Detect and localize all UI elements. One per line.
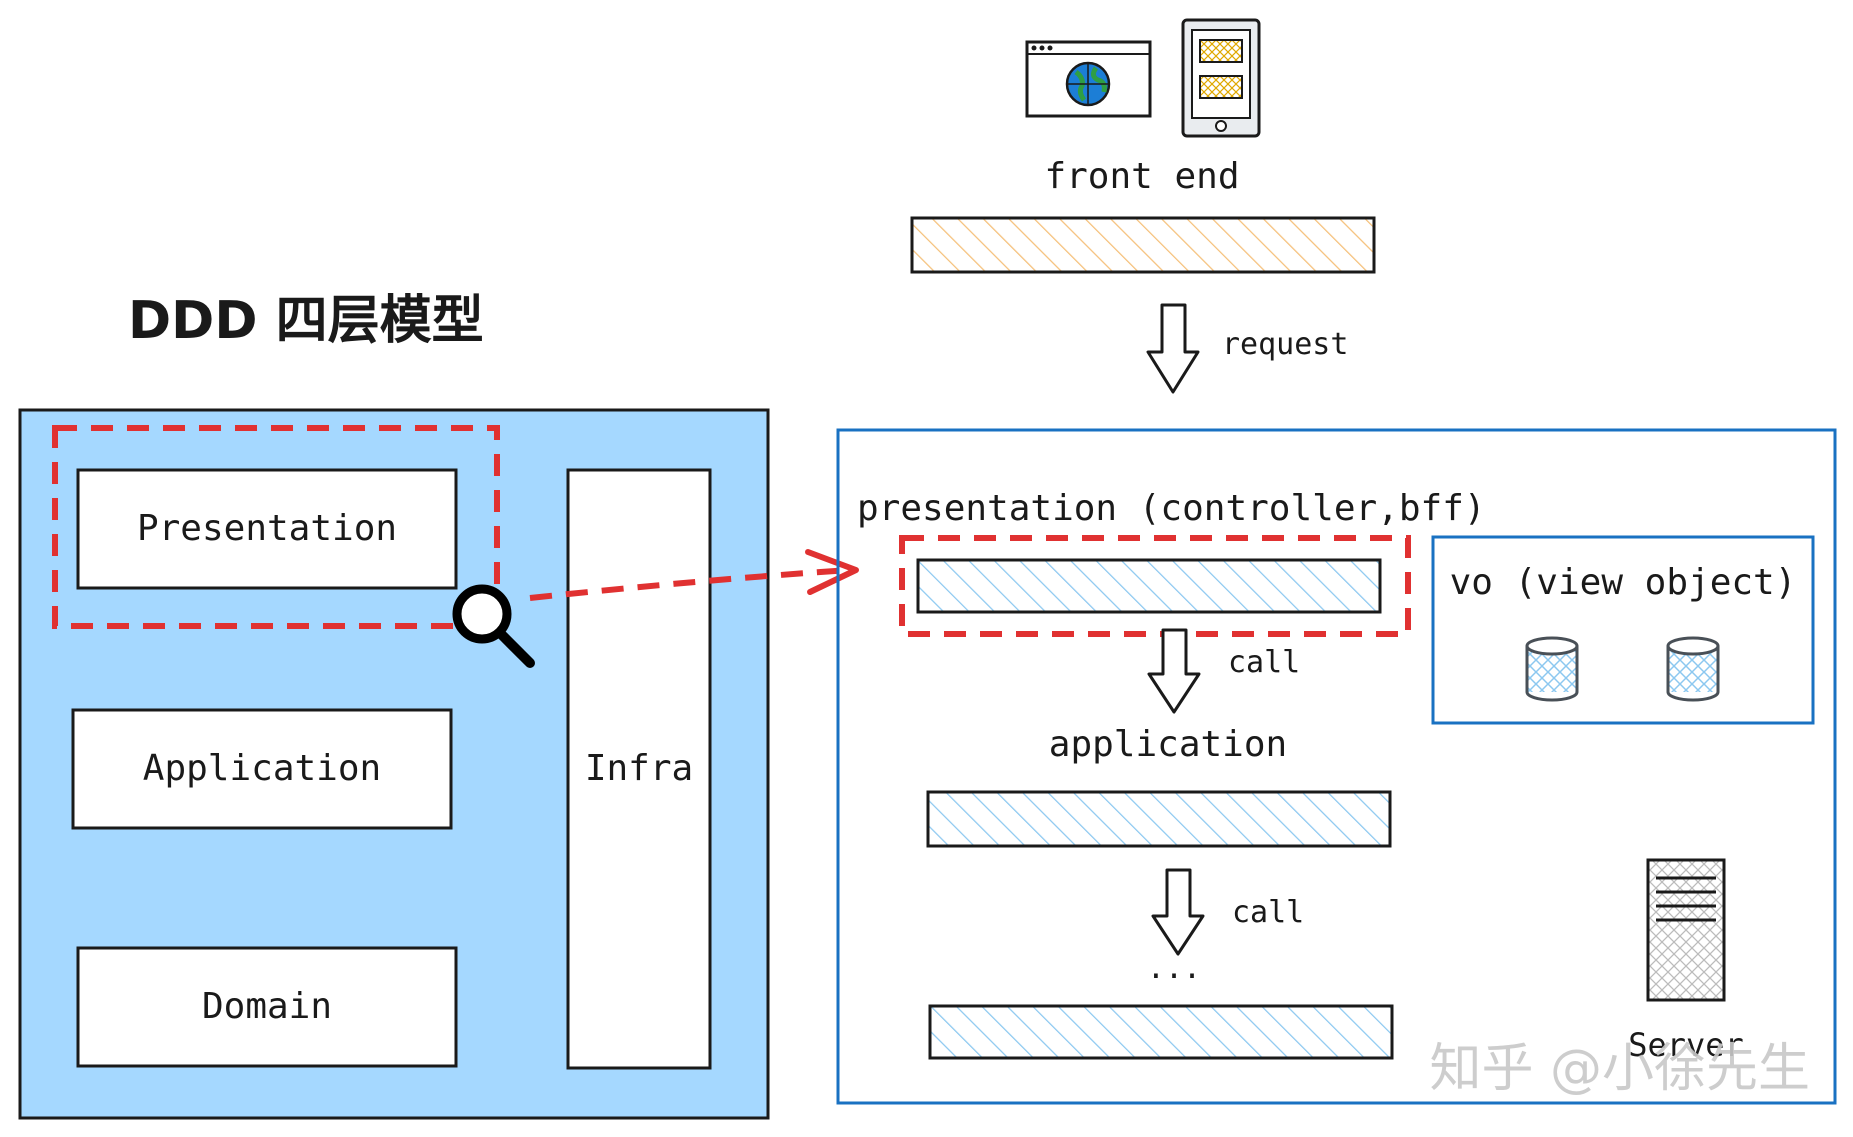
request-label: request bbox=[1222, 327, 1348, 362]
call-arrow-icon bbox=[1147, 628, 1201, 714]
infra-layer-label: Infra bbox=[585, 748, 693, 789]
presentation-layer-box: Presentation bbox=[76, 468, 458, 590]
vo-box: vo (view object) bbox=[1431, 535, 1815, 725]
magnifier-icon bbox=[452, 584, 535, 668]
presentation-bar-highlight bbox=[899, 535, 1411, 637]
vo-label: vo (view object) bbox=[1450, 562, 1797, 603]
front-end-bar bbox=[910, 216, 1376, 274]
browser-globe-icon bbox=[1025, 40, 1152, 118]
watermark: 知乎 @小徐先生 bbox=[1429, 1039, 1810, 1099]
application-label: application bbox=[1049, 724, 1287, 765]
presentation-bar bbox=[916, 558, 1382, 614]
presentation-controller-label: presentation (controller,bff) bbox=[857, 488, 1486, 529]
call-label: call bbox=[1232, 895, 1304, 930]
front-end-label: front end bbox=[1044, 156, 1239, 197]
database-icon bbox=[1525, 636, 1579, 702]
page-title: DDD 四层模型 bbox=[128, 291, 484, 351]
request-arrow-icon bbox=[1146, 303, 1200, 394]
call-arrow-icon bbox=[1151, 868, 1205, 956]
infra-layer-box: Infra bbox=[566, 468, 712, 1070]
left-ddd-model: Presentation Application Domain Infra bbox=[18, 408, 770, 1120]
domain-layer-label: Domain bbox=[202, 986, 332, 1027]
server-rack-icon bbox=[1646, 858, 1726, 1002]
application-layer-box: Application bbox=[71, 708, 453, 830]
presentation-layer-label: Presentation bbox=[137, 508, 397, 549]
domain-layer-box: Domain bbox=[76, 946, 458, 1068]
presentation-highlight bbox=[52, 425, 500, 629]
zoom-arrow bbox=[529, 549, 859, 601]
bottom-layer-bar bbox=[928, 1004, 1394, 1060]
ellipsis-label: ... bbox=[1147, 951, 1201, 986]
application-bar bbox=[926, 790, 1392, 848]
server-label: Server bbox=[1628, 1026, 1744, 1064]
call-label: call bbox=[1228, 645, 1300, 680]
database-icon bbox=[1666, 636, 1720, 702]
mobile-phone-icon bbox=[1181, 18, 1261, 138]
application-layer-label: Application bbox=[143, 748, 381, 789]
right-model-container bbox=[836, 428, 1837, 1105]
